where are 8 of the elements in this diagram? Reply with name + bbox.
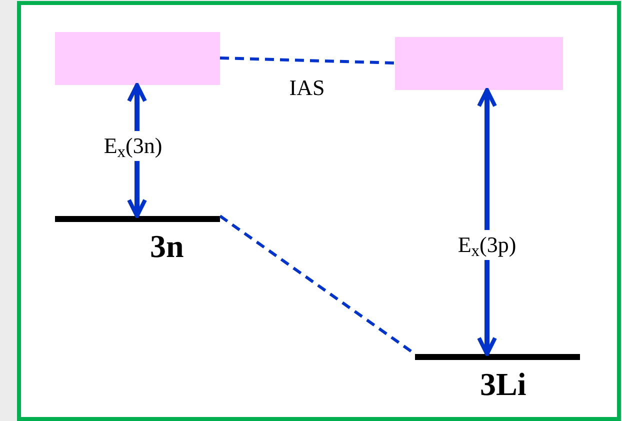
- energy-level-bar: [415, 354, 580, 360]
- energy-band: [55, 32, 220, 85]
- dashed-connector: [220, 56, 396, 64]
- energy-level-bar: [55, 216, 220, 222]
- energy-band: [395, 37, 563, 90]
- double-arrow: [477, 88, 497, 356]
- level-label: 3Li: [480, 368, 526, 400]
- level-label: 3n: [150, 230, 184, 262]
